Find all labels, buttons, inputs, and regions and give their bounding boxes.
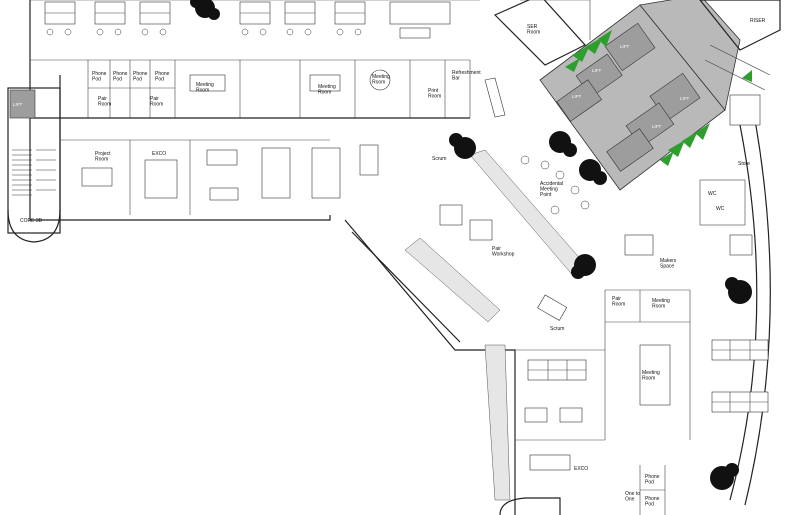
tree-centre: [449, 131, 607, 279]
exco-label-1: EXCO: [152, 151, 166, 157]
left-stair-core: LIFT CORE 3B: [7, 87, 61, 243]
wc-label-1: WC: [708, 191, 717, 197]
lift-left-label: LIFT: [13, 102, 23, 107]
core-label-e: LIFT: [652, 124, 662, 129]
core-label-a: LIFT: [620, 44, 630, 49]
exco-label-2: EXCO: [574, 466, 588, 472]
central-grey-core: LIFT LIFT LIFT LIFT LIFT: [539, 0, 752, 191]
riser-block: RISER: [699, 0, 781, 126]
wc-label-2: WC: [716, 206, 725, 212]
tree-right: [710, 277, 752, 490]
stair-treads: [12, 149, 56, 196]
outer-walls: [29, 0, 771, 515]
core-label-d: LIFT: [680, 96, 690, 101]
top-desk-rows: [44, 1, 451, 39]
store-label: Store: [738, 161, 750, 167]
scrum-label-1: Scrum: [432, 156, 446, 162]
core-left-label: CORE 3B: [20, 218, 43, 224]
core-label-c: LIFT: [572, 94, 582, 99]
scrum-label-2: Scrum: [550, 326, 564, 332]
riser-label: RISER: [750, 18, 766, 24]
tree-top-1: [190, 0, 220, 20]
core-label-b: LIFT: [592, 68, 602, 73]
